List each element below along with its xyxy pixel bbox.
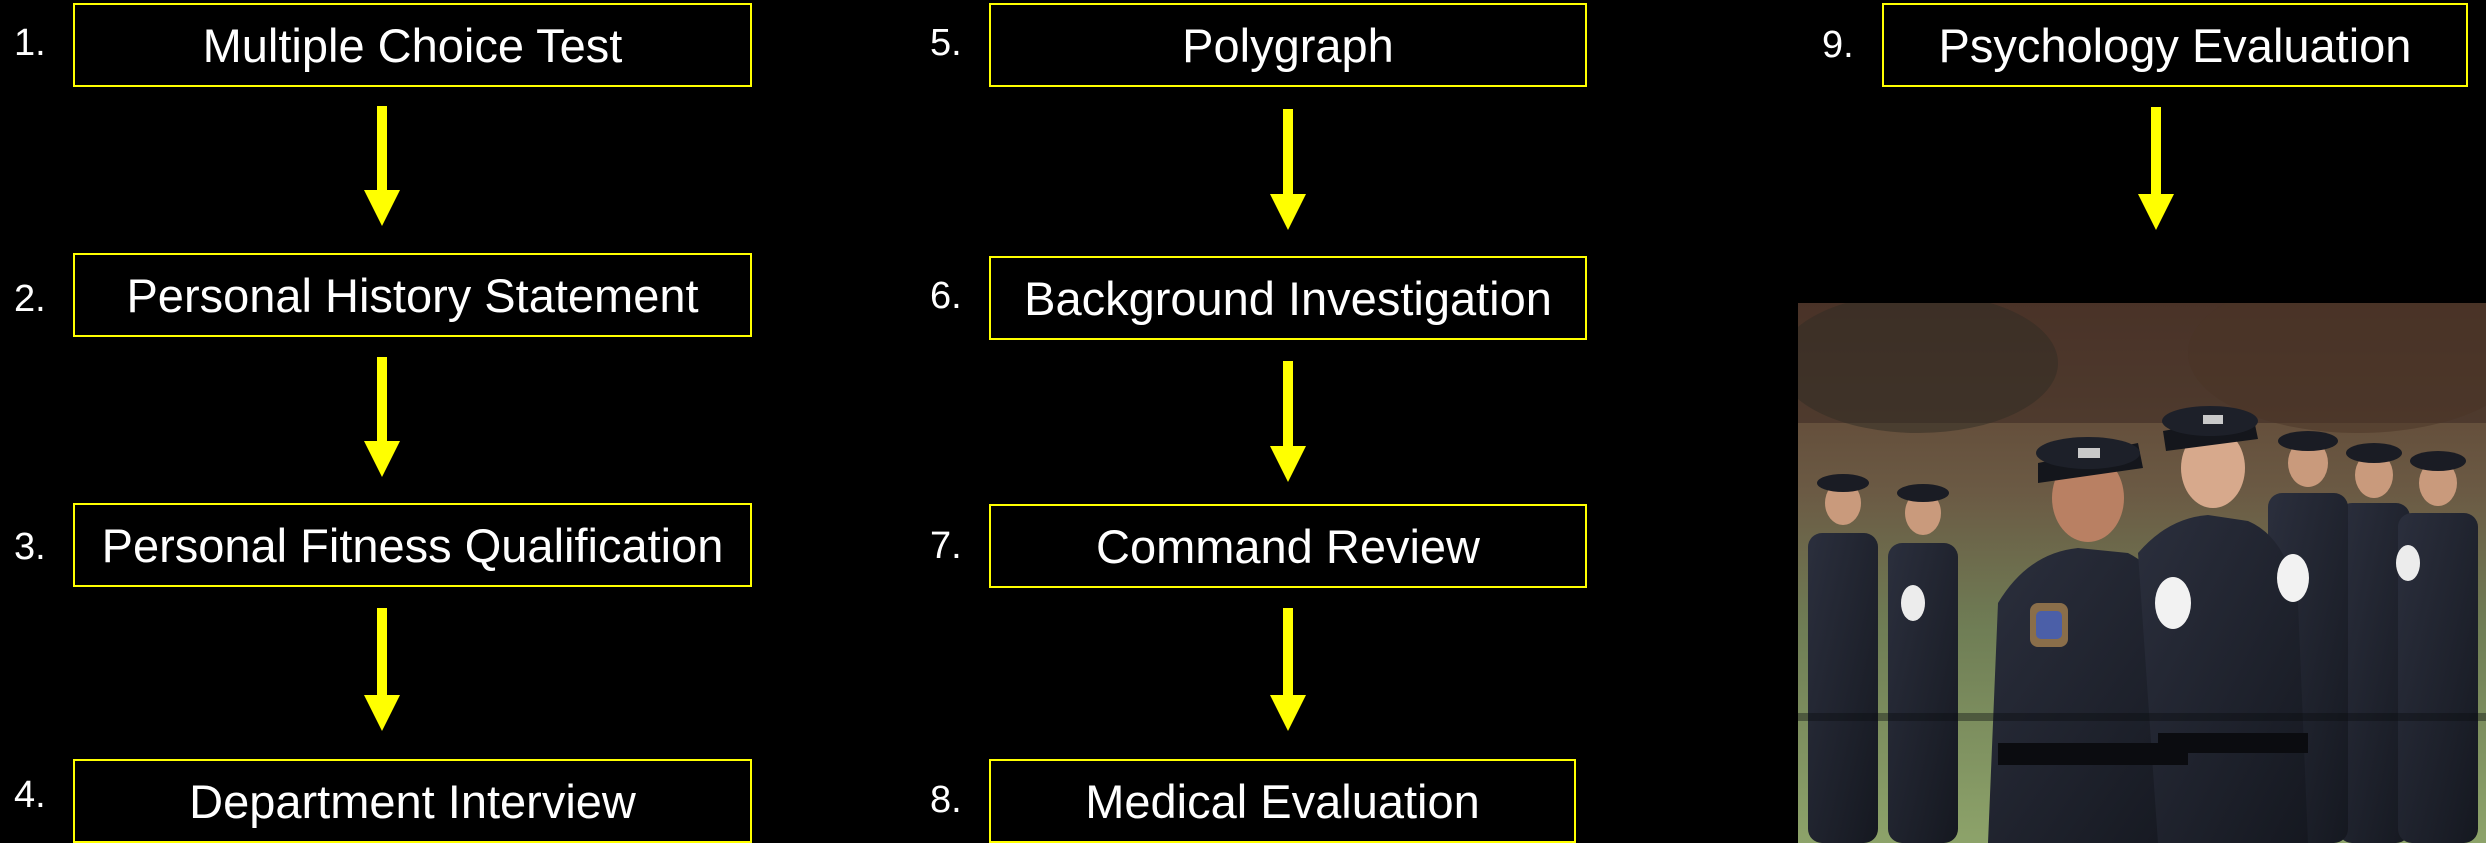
step-number-5: 5.: [930, 22, 962, 64]
down-arrow-icon: [2136, 107, 2176, 230]
step-box-background-investigation: Background Investigation: [989, 256, 1587, 340]
step-box-personal-history-statement: Personal History Statement: [73, 253, 752, 337]
step-box-multiple-choice-test: Multiple Choice Test: [73, 3, 752, 87]
down-arrow-icon: [362, 608, 402, 731]
step-number-3: 3.: [14, 526, 46, 568]
step-box-personal-fitness-qualification: Personal Fitness Qualification: [73, 503, 752, 587]
step-label: Psychology Evaluation: [1938, 18, 2412, 72]
down-arrow-icon: [362, 357, 402, 477]
step-label: Personal History Statement: [126, 268, 699, 322]
step-label: Background Investigation: [1024, 271, 1552, 325]
step-label: Multiple Choice Test: [202, 18, 623, 72]
step-number-4: 4.: [14, 774, 46, 816]
step-number-6: 6.: [930, 275, 962, 317]
down-arrow-icon: [1268, 109, 1308, 230]
step-label: Medical Evaluation: [1085, 774, 1480, 828]
step-box-department-interview: Department Interview: [73, 759, 752, 843]
step-number-7: 7.: [930, 525, 962, 567]
down-arrow-icon: [362, 106, 402, 226]
step-number-1: 1.: [14, 22, 46, 64]
step-label: Polygraph: [1182, 18, 1394, 72]
down-arrow-icon: [1268, 361, 1308, 482]
step-label: Department Interview: [189, 774, 636, 828]
step-box-polygraph: Polygraph: [989, 3, 1587, 87]
step-label: Personal Fitness Qualification: [101, 518, 724, 572]
step-number-8: 8.: [930, 779, 962, 821]
step-number-9: 9.: [1822, 24, 1854, 66]
down-arrow-icon: [1268, 608, 1308, 731]
step-box-medical-evaluation: Medical Evaluation: [989, 759, 1576, 843]
step-box-psychology-evaluation: Psychology Evaluation: [1882, 3, 2468, 87]
step-box-command-review: Command Review: [989, 504, 1587, 588]
step-number-2: 2.: [14, 278, 46, 320]
step-label: Command Review: [1096, 519, 1480, 573]
police-officers-photo: [1798, 303, 2486, 843]
